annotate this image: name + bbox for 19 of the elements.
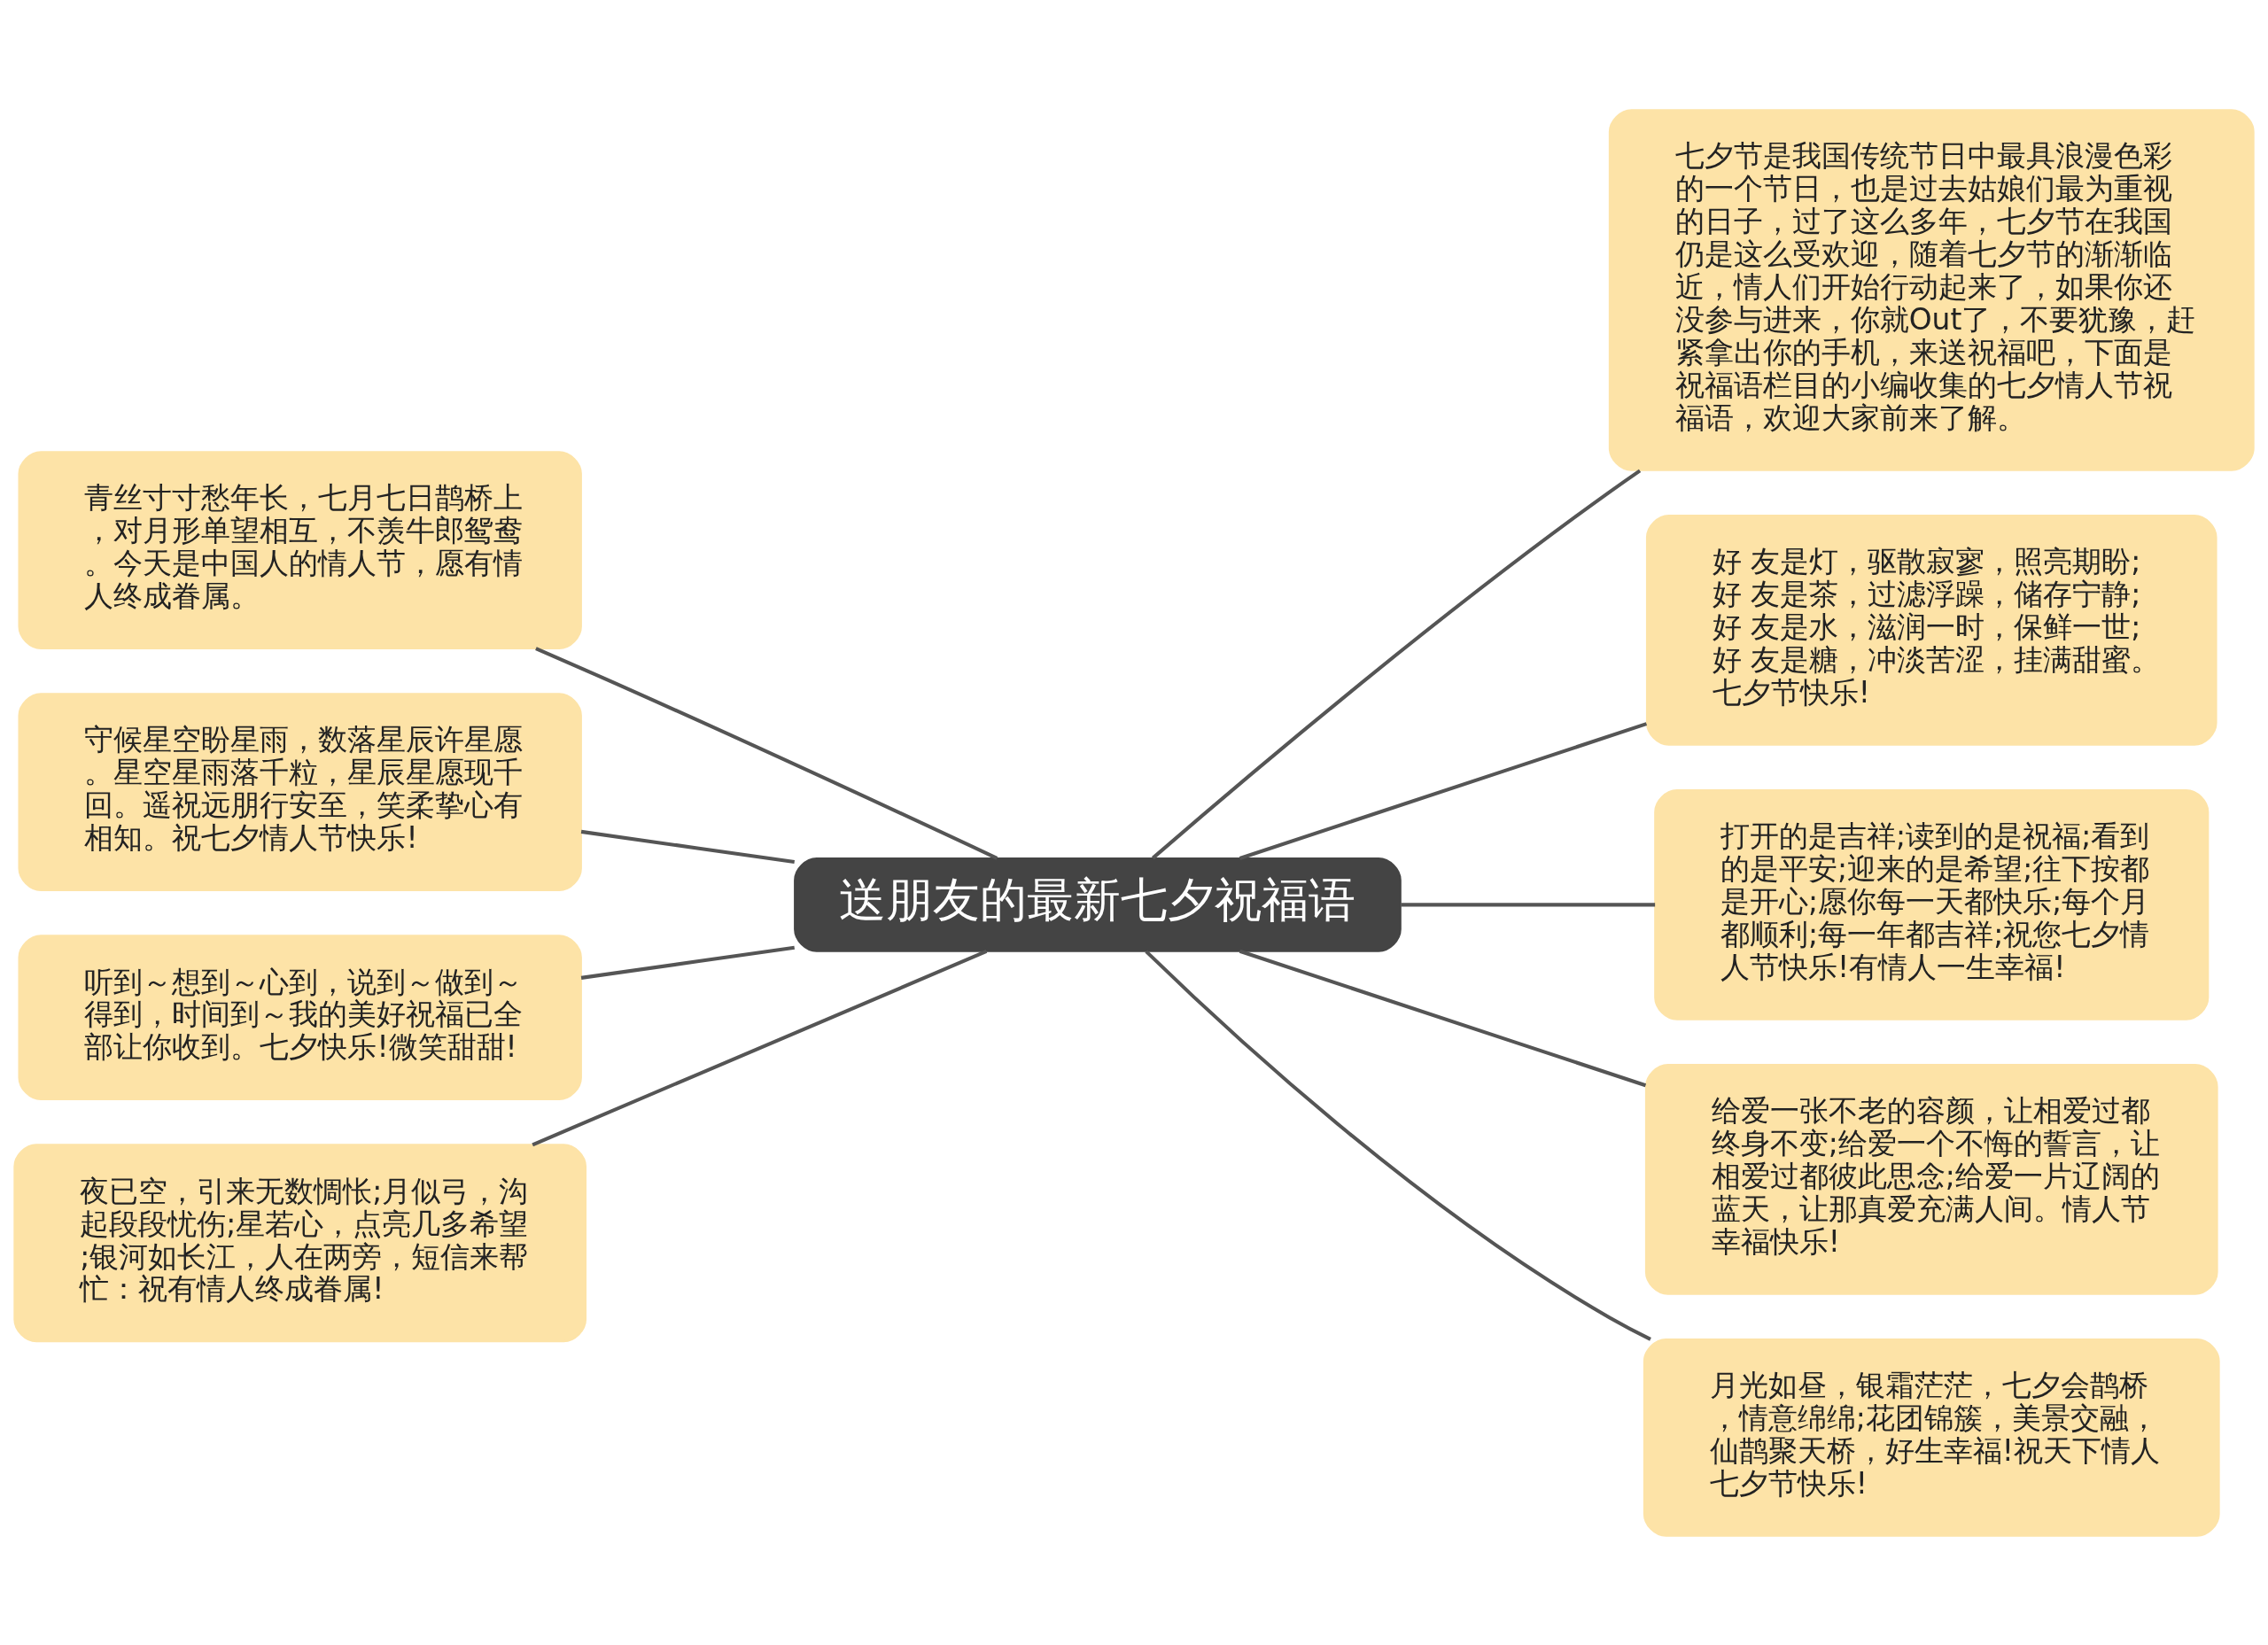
connector: [1401, 902, 1656, 906]
connector: [580, 829, 795, 864]
node-box: 青丝寸寸愁年长，七月七日鹊桥上，对月形单望相互，不羡牛郎鸳鸯。今天是中国人的情人节，愿有情人终成眷属。: [18, 450, 582, 649]
node-box: 好 友是灯，驱散寂寥，照亮期盼;好 友是茶，过滤浮躁，储存宁静;好 友是水，滋润一时，保鲜一世;好 友是糖，冲淡苦涩，挂满甜蜜。七夕节快乐!: [1645, 514, 2218, 746]
connector: [535, 646, 998, 860]
node-box: 夜已空，引来无数惆怅;月似弓，沟起段段忧伤;星若心，点亮几多希望;银河如长江，人在两旁，短信来帮忙：祝有情人终成眷属!: [13, 1143, 587, 1342]
connector: [1152, 469, 1642, 859]
connector: [1145, 950, 1651, 1341]
connector: [1239, 949, 1647, 1087]
connector: [580, 945, 795, 980]
node-box: 月光如昼，银霜茫茫，七夕会鹊桥，情意绵绵;花团锦簇，美景交融，仙鹊聚天桥，好生幸福!祝天下情人七夕节快乐!: [1643, 1338, 2220, 1537]
connector: [1239, 721, 1648, 860]
node-box: 听到～想到～心到，说到～做到～得到，时间到～我的美好祝福已全部让你收到。七夕快乐!微笑甜甜!: [18, 934, 582, 1100]
node-box: 七夕节是我国传统节日中最具浪漫色彩的一个节日，也是过去姑娘们最为重视的日子，过了这么多年，七夕节在我国仍是这么受欢迎，随着七夕节的渐渐临近，情人们开始行动起来了，如果你还没参与进来，你就Out了，不要犹豫，赶紧拿出你的手机，来送祝福吧，下面是祝福语栏目的小编收集的七夕情人节祝福语，欢迎大家前来了解。: [1608, 108, 2255, 471]
node-box: 送朋友的最新七夕祝福语: [794, 857, 1402, 952]
connector: [532, 949, 988, 1146]
node-box: 守候星空盼星雨，数落星辰许星愿。星空星雨落千粒，星辰星愿现千回。遥祝远朋行安至，笑柔挚心有相知。祝七夕情人节快乐!: [18, 692, 582, 891]
node-box: 给爱一张不老的容颜，让相爱过都终身不变;给爱一个不悔的誓言，让相爱过都彼此思念;给爱一片辽阔的蓝天，让那真爱充满人间。情人节幸福快乐!: [1644, 1063, 2218, 1295]
node-box: 打开的是吉祥;读到的是祝福;看到的是平安;迎来的是希望;往下按都是开心;愿你每一天都快乐;每个月都顺利;每一年都吉祥;祝您七夕情人节快乐!有情人一生幸福!: [1654, 788, 2210, 1020]
